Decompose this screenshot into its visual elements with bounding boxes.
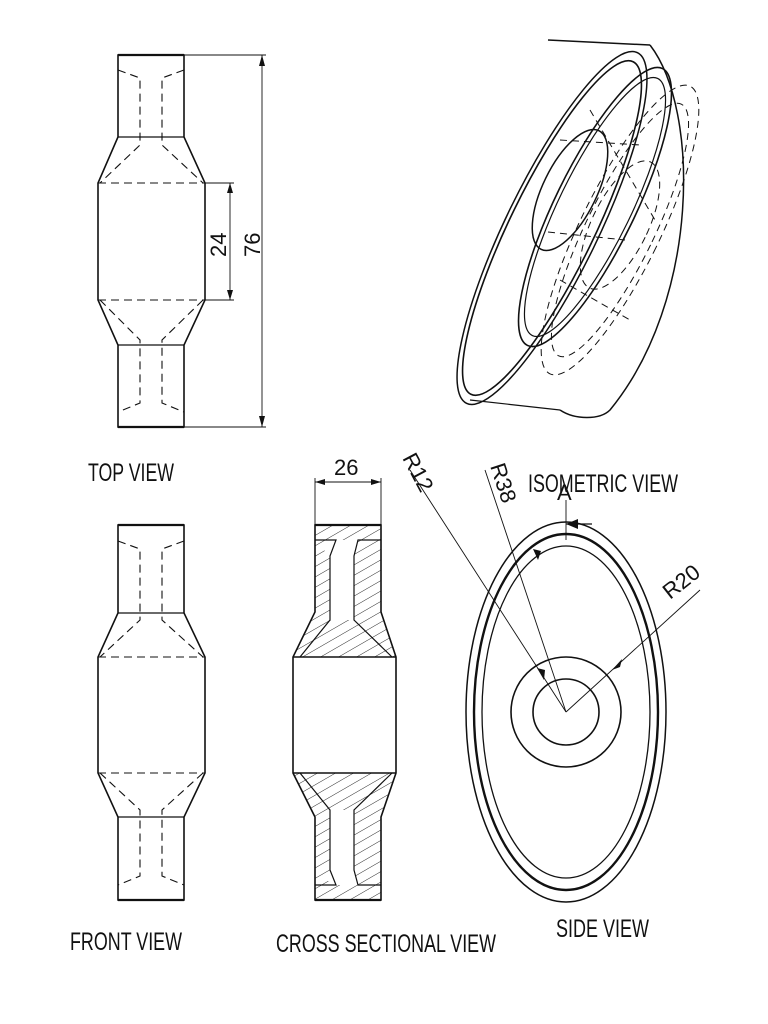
dimension-r12: R12 [398,449,439,496]
front-view-label: FRONT VIEW [70,928,182,956]
side-view-drawing [409,469,701,903]
dimension-r20: R20 [658,559,705,604]
top-view-label: TOP VIEW [88,459,174,487]
dimension-76: 76 [240,233,265,257]
dimension-r38: R38 [485,460,521,506]
dimension-24: 24 [206,233,231,257]
cross-sectional-view-label: CROSS SECTIONAL VIEW [276,930,496,958]
isometric-view-drawing [456,39,700,419]
cross-section-drawing [292,478,397,902]
side-view-label: SIDE VIEW [556,915,649,943]
dimension-26: 26 [334,455,358,480]
section-marker-a: A [557,480,572,505]
top-view-drawing [97,53,266,429]
front-view-drawing [97,523,206,902]
isometric-view-label: ISOMETRIC VIEW [528,470,678,498]
